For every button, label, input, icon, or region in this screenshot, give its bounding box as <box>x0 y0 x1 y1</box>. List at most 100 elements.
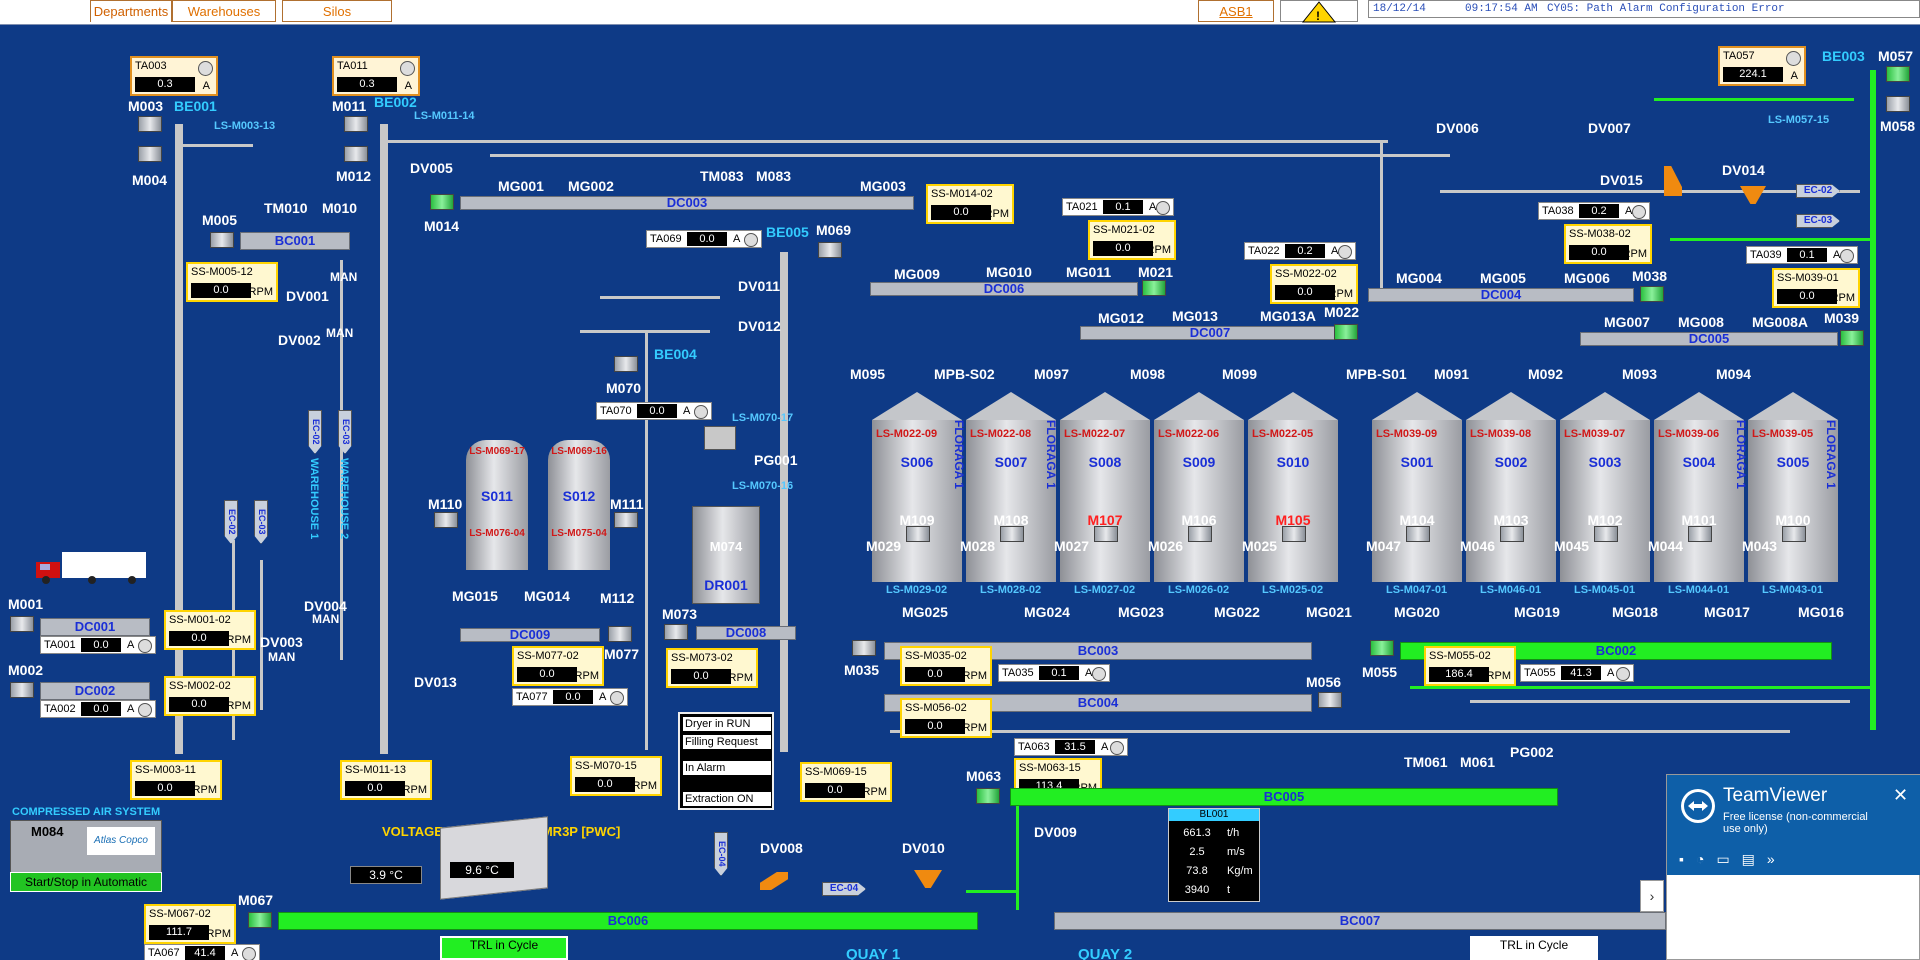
silo-s012[interactable]: LS-M069-16 S012 LS-M075-04 <box>548 440 610 570</box>
headset-icon[interactable]: ◔ <box>1695 851 1717 867</box>
motor-m102[interactable] <box>1594 526 1618 542</box>
dv014-diverter[interactable] <box>1740 186 1766 204</box>
temp-readout-1[interactable]: 3.9 °C <box>350 866 422 884</box>
silo-s011[interactable]: LS-M069-17 S011 LS-M076-04 <box>466 440 528 570</box>
motor-m069[interactable] <box>818 242 842 258</box>
motor-m108[interactable] <box>1000 526 1024 542</box>
motor-m107[interactable] <box>1094 526 1118 542</box>
conveyor-dc002[interactable]: DC002 <box>40 682 150 700</box>
teamviewer-toolbar[interactable]: ▪◔▭▤» <box>1679 851 1909 867</box>
file-icon[interactable]: ▤ <box>1741 851 1767 867</box>
motor-m063[interactable] <box>976 788 1000 804</box>
motor-m056[interactable] <box>1318 692 1342 708</box>
dv008-diverter[interactable] <box>760 872 788 890</box>
motor-m073[interactable] <box>664 624 688 640</box>
chat-icon[interactable]: ▭ <box>1716 851 1742 867</box>
motor-m022[interactable] <box>1334 324 1358 340</box>
motor-m035[interactable] <box>852 640 876 656</box>
close-icon[interactable]: ✕ <box>1893 785 1909 805</box>
motor-m111[interactable] <box>614 512 638 528</box>
conveyor-dc004[interactable]: DC004 <box>1368 288 1634 302</box>
motor-m002[interactable] <box>10 682 34 698</box>
motor-m106[interactable] <box>1188 526 1212 542</box>
pg001-valve[interactable] <box>704 426 736 450</box>
conveyor-dc007[interactable]: DC007 <box>1080 326 1340 340</box>
motor-m021[interactable] <box>1142 280 1166 296</box>
temp-readout-2[interactable]: 9.6 °C <box>450 862 514 878</box>
motor-m101[interactable] <box>1688 526 1712 542</box>
conveyor-bc007[interactable]: BC007 <box>1054 912 1666 930</box>
compressor-panel[interactable]: M084 Atlas Copco <box>10 820 162 874</box>
motor-m100[interactable] <box>1782 526 1806 542</box>
conveyor-bc001[interactable]: BC001 <box>240 232 350 250</box>
motor-m011[interactable] <box>344 116 368 132</box>
conveyor-bc006[interactable]: BC006 <box>278 912 978 930</box>
tab-silos[interactable]: Silos <box>282 0 392 22</box>
start-stop-automatic-button[interactable]: Start/Stop in Automatic <box>10 872 162 892</box>
conveyor-dc006[interactable]: DC006 <box>870 282 1138 296</box>
motor-m077[interactable] <box>608 626 632 642</box>
motor-m003[interactable] <box>138 116 162 132</box>
tab-warehouses[interactable]: Warehouses <box>172 0 276 22</box>
motor-m038[interactable] <box>1640 286 1664 302</box>
alarm-warning-button[interactable]: ! <box>1280 0 1358 23</box>
motor-m070[interactable] <box>614 356 638 372</box>
motor-m012[interactable] <box>344 146 368 162</box>
dv015-diverter[interactable] <box>1664 166 1682 196</box>
motor-m001[interactable] <box>10 616 34 632</box>
video-icon[interactable]: ▪ <box>1679 851 1696 867</box>
motor-m014[interactable] <box>430 194 454 210</box>
dryer-dr001[interactable]: M074 DR001 <box>692 506 760 604</box>
motor-m005[interactable] <box>210 232 234 248</box>
conveyor-dc001[interactable]: DC001 <box>40 618 150 636</box>
motor-m004[interactable] <box>138 146 162 162</box>
conveyor-dc009[interactable]: DC009 <box>460 628 600 642</box>
motor-m110[interactable] <box>434 512 458 528</box>
more-icon[interactable]: » <box>1766 851 1787 867</box>
motor-m103[interactable] <box>1500 526 1524 542</box>
alarm-banner[interactable]: 18/12/14 09:17:54 AM CY05: Path Alarm Co… <box>1368 0 1920 18</box>
conveyor-dc008[interactable]: DC008 <box>696 626 796 640</box>
conveyor-dc005[interactable]: DC005 <box>1580 332 1838 346</box>
conveyor-dc003[interactable]: DC003 <box>460 196 914 210</box>
dv010-diverter[interactable] <box>914 870 942 888</box>
motor-m055[interactable] <box>1370 640 1394 656</box>
teamviewer-popup[interactable]: TeamViewer Free license (non-commercial … <box>1666 774 1920 960</box>
